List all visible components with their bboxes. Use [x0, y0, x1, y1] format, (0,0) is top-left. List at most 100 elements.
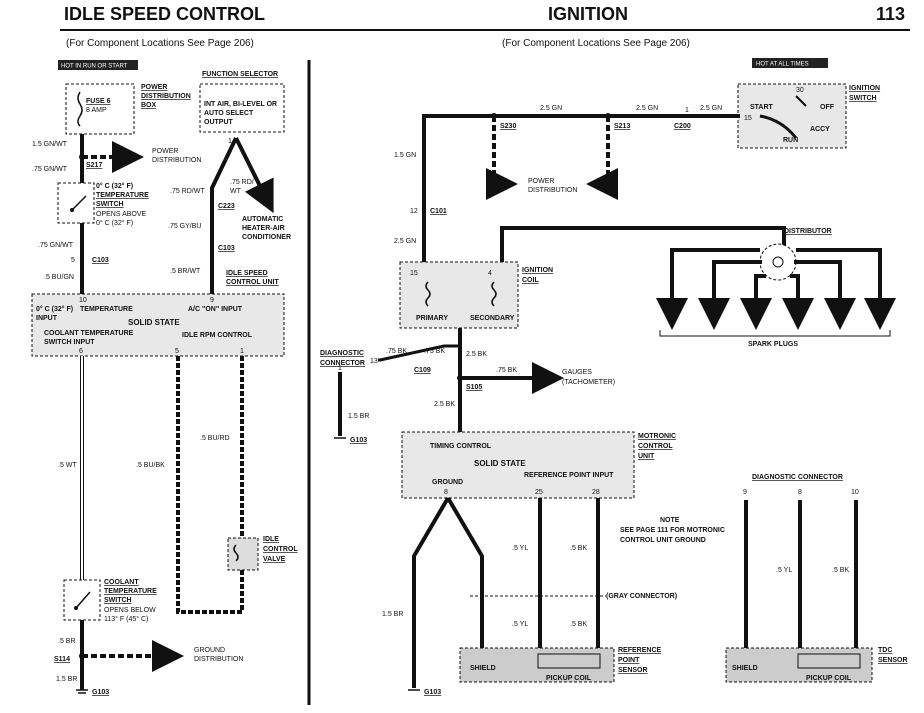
pin-label: 28: [592, 489, 600, 496]
ts-label: OPENS ABOVE: [96, 211, 147, 218]
function-selector-box: [199, 83, 285, 133]
ground-distribution-label: GROUND: [194, 647, 225, 654]
rps-label: REFERENCE: [618, 647, 662, 654]
ts-label: TEMPERATURE: [96, 192, 149, 199]
pin-label: 25: [535, 489, 543, 496]
pin-label: 5: [175, 348, 179, 355]
connector-c103: C103: [92, 257, 109, 264]
wire-label: .75 RD/: [230, 179, 254, 186]
pdb-label-2: DISTRIBUTION: [141, 93, 191, 100]
coil-secondary: SECONDARY: [470, 315, 515, 322]
power-distribution-label-2: DISTRIBUTION: [152, 157, 201, 164]
coil-icon: [491, 281, 497, 307]
gauges-label: GAUGES: [562, 369, 592, 376]
pin-label: 15: [744, 115, 752, 122]
iscu-label: IDLE SPEED: [226, 270, 268, 277]
ignition-switch-box: [737, 83, 847, 149]
wire-label: .5 BK: [570, 545, 587, 552]
hot-at-all-times-label: HOT AT ALL TIMES: [756, 62, 809, 68]
ahac-label: AUTOMATIC: [242, 216, 283, 223]
idle-speed-control-unit: [31, 293, 285, 357]
connector-c103: C103: [218, 245, 235, 252]
isc-input-label: 0° C (32° F): [36, 305, 73, 313]
function-selector-line-3: OUTPUT: [204, 119, 234, 126]
mcu-solid-state: SOLID STATE: [474, 459, 526, 468]
isc-input-label: TEMPERATURE: [80, 306, 133, 313]
ts-label: SWITCH: [96, 201, 124, 208]
ign-switch-label: IGNITION: [849, 85, 880, 92]
mcu-label: CONTROL: [638, 443, 673, 450]
power-distribution-label-1: POWER: [152, 148, 178, 155]
pin-label: 14: [228, 138, 236, 145]
power-distribution-box: [65, 83, 135, 135]
fuse-amp: 8 AMP: [86, 107, 107, 114]
splice-s213: S213: [614, 123, 630, 130]
note-text: SEE PAGE 111 FOR MOTRONIC: [620, 527, 725, 534]
wire-label: .75 BK: [496, 367, 517, 374]
isc-input-label: A/C "ON" INPUT: [188, 306, 243, 313]
isc-solid-state: SOLID STATE: [128, 318, 180, 327]
pin-label: 9: [210, 297, 214, 304]
shield-label: SHIELD: [470, 665, 496, 672]
pin-label: 1: [685, 107, 689, 114]
power-distribution-label-2: DISTRIBUTION: [528, 187, 577, 194]
ign-start: START: [750, 104, 774, 111]
wire-label: .5 YL: [512, 621, 528, 628]
connector-c200: C200: [674, 123, 691, 130]
coolant-temperature-switch: [63, 579, 101, 621]
wire-label: .75 BK: [424, 348, 445, 355]
wire-label: .5 YL: [512, 545, 528, 552]
tdc-label: TDC: [878, 647, 892, 654]
coil-icon: [425, 281, 431, 307]
gray-connector-label: (GRAY CONNECTOR): [606, 593, 677, 600]
wire-label: .5 YL: [776, 567, 792, 574]
fuse-icon: [77, 91, 83, 127]
wire-label: .75 GN/WT: [32, 166, 68, 173]
wire-label: .5 BU/BK: [136, 462, 165, 469]
pin-label: 30: [796, 87, 804, 94]
diag-connector-label: DIAGNOSTIC: [320, 350, 364, 357]
pickup-coil-label: PICKUP COIL: [546, 675, 592, 682]
cts-label: OPENS BELOW: [104, 607, 156, 614]
splice-s114: S114: [54, 656, 70, 663]
distributor-label: DISTRIBUTOR: [784, 228, 832, 235]
mcu-ground: GROUND: [432, 479, 463, 486]
isc-input-label: INPUT: [36, 315, 58, 322]
wire-label: 1.5 BR: [348, 413, 369, 420]
connector-c101: C101: [430, 208, 447, 215]
pdb-label-1: POWER: [141, 84, 167, 91]
ground-g103: G103: [424, 689, 441, 696]
pin-label: 15: [410, 270, 418, 277]
left-component-note: (For Component Locations See Page 206): [66, 38, 254, 49]
cts-label: 113° F (45° C): [104, 615, 148, 623]
wire-label: .75 GN/WT: [38, 242, 74, 249]
left-diagram: HOT IN RUN OR START FUSE 6 8 AMP POWER D…: [31, 60, 298, 696]
wire-label: WT: [230, 188, 242, 195]
wire-label: 2.5 GN: [540, 105, 562, 112]
fuse-label: FUSE 6: [86, 98, 111, 105]
function-selector-title: FUNCTION SELECTOR: [202, 71, 278, 78]
temperature-switch-0c: [57, 182, 95, 224]
pickup-coil-label: PICKUP COIL: [806, 675, 852, 682]
wire-label: .5 BK: [570, 621, 587, 628]
wire-label: .5 BK: [832, 567, 849, 574]
wire-label: .5 BU/RD: [200, 435, 230, 442]
pin-label: 12: [410, 208, 418, 215]
ahac-label: CONDITIONER: [242, 234, 291, 241]
pin-label: 1: [338, 365, 342, 372]
pin-label: 10: [851, 489, 859, 496]
cts-label: SWITCH: [104, 597, 132, 604]
wire-label: 1.5 BR: [56, 676, 77, 683]
pin-label: 6: [79, 348, 83, 355]
ground-distribution-label: DISTRIBUTION: [194, 656, 243, 663]
gauges-label: (TACHOMETER): [562, 379, 615, 386]
ignition-coil-label: IGNITION: [522, 267, 553, 274]
wire-label: .5 BR/WT: [170, 268, 201, 275]
ground-g103: G103: [350, 437, 367, 444]
ground-g103: G103: [92, 689, 109, 696]
right-diagram: HOT AT ALL TIMES IGNITION SWITCH 30 STAR…: [320, 58, 908, 696]
pin-label: 4: [488, 270, 492, 277]
wire-label: 2.5 GN: [700, 105, 722, 112]
isc-input-label: COOLANT TEMPERATURE: [44, 330, 134, 337]
